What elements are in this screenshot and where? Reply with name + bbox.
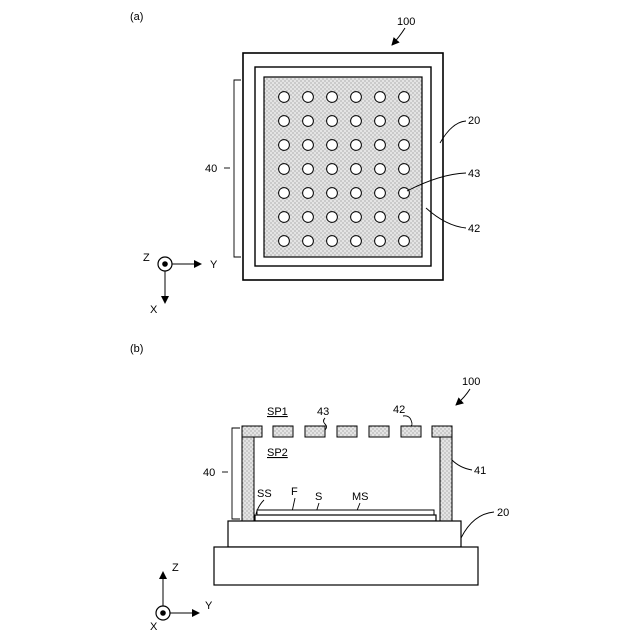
- panel-a: (a) 100 20 43 42 40 Z Y X: [130, 11, 480, 316]
- axis-z-label-a: Z: [143, 252, 150, 264]
- base-block: [214, 547, 478, 585]
- hole-43: [351, 116, 362, 127]
- ref-40-top: 40: [205, 163, 217, 175]
- ref-42-bottom-leader: [403, 416, 412, 426]
- hole-43: [399, 212, 410, 223]
- plate-segment: [242, 426, 262, 437]
- ref-20-top: 20: [468, 115, 480, 127]
- hole-43: [375, 116, 386, 127]
- ref-100-top: 100: [397, 16, 415, 28]
- axis-y-label-b: Y: [205, 600, 213, 612]
- z-axis-dot-icon: [162, 261, 168, 267]
- side-wall-right: [440, 437, 452, 521]
- panel-b: (b) 100 SP1 43 42 SP2 40 41 SS F S MS: [130, 343, 509, 633]
- axes-a: Z Y X: [143, 252, 218, 316]
- bracket-40-bottom: [232, 428, 240, 519]
- ref-s: S: [315, 491, 322, 503]
- hole-43: [327, 92, 338, 103]
- film-f: [257, 510, 434, 515]
- plate-segment: [401, 426, 421, 437]
- side-wall-left: [242, 437, 254, 521]
- hole-43: [303, 140, 314, 151]
- plate-segment: [273, 426, 293, 437]
- ref-41-leader: [452, 460, 472, 470]
- hole-43: [399, 164, 410, 175]
- hole-43: [399, 92, 410, 103]
- hole-43: [375, 236, 386, 247]
- hole-43: [327, 164, 338, 175]
- hole-43: [399, 116, 410, 127]
- plate-segment: [305, 426, 325, 437]
- hole-43: [351, 140, 362, 151]
- hole-43: [303, 116, 314, 127]
- ref-100-bottom-leader: [456, 389, 470, 405]
- hole-43: [375, 92, 386, 103]
- ref-100-bottom: 100: [462, 376, 480, 388]
- ref-sp1: SP1: [267, 406, 288, 418]
- ref-40-bottom: 40: [203, 467, 215, 479]
- hole-43: [375, 212, 386, 223]
- hole-43: [351, 164, 362, 175]
- hole-43: [303, 188, 314, 199]
- hole-43: [351, 236, 362, 247]
- hole-43: [303, 92, 314, 103]
- ref-41: 41: [474, 465, 486, 477]
- hole-43: [279, 116, 290, 127]
- hole-43: [303, 236, 314, 247]
- plate-segment: [369, 426, 389, 437]
- axis-x-label-a: X: [150, 304, 158, 316]
- ref-42-bottom: 42: [393, 404, 405, 416]
- hole-43: [279, 188, 290, 199]
- ref-ss: SS: [257, 488, 272, 500]
- x-axis-dot-icon: [160, 610, 166, 616]
- hole-43: [375, 164, 386, 175]
- axis-y-label-a: Y: [210, 259, 218, 271]
- hole-43: [375, 188, 386, 199]
- ref-20-top-leader: [440, 121, 466, 143]
- ref-43-top: 43: [468, 168, 480, 180]
- ref-20-bottom-leader: [461, 512, 494, 538]
- hole-43: [279, 140, 290, 151]
- plate-segment: [432, 426, 452, 437]
- axes-b: Z Y X: [150, 562, 213, 633]
- ref-43-bottom: 43: [317, 406, 329, 418]
- hole-43: [351, 92, 362, 103]
- hole-43: [279, 212, 290, 223]
- ref-sp2: SP2: [267, 447, 288, 459]
- plate-segment: [337, 426, 357, 437]
- panel-b-label: (b): [130, 343, 143, 355]
- ref-20-bottom: 20: [497, 507, 509, 519]
- hole-43: [351, 188, 362, 199]
- hole-43: [303, 212, 314, 223]
- axis-z-label-b: Z: [172, 562, 179, 574]
- ref-42-top: 42: [468, 223, 480, 235]
- hole-43: [399, 140, 410, 151]
- stage-20: [228, 521, 461, 547]
- ref-100-top-leader: [392, 28, 405, 45]
- hole-43: [351, 212, 362, 223]
- hole-43: [327, 116, 338, 127]
- hole-43: [327, 188, 338, 199]
- hole-43: [327, 236, 338, 247]
- hole-43: [327, 140, 338, 151]
- hole-43: [303, 164, 314, 175]
- hole-43: [399, 236, 410, 247]
- hole-43: [279, 164, 290, 175]
- ref-f: F: [291, 486, 298, 498]
- hole-43: [279, 236, 290, 247]
- bracket-40-top: [234, 80, 241, 257]
- hole-43: [279, 92, 290, 103]
- substrate-s: [255, 515, 436, 521]
- panel-a-label: (a): [130, 11, 143, 23]
- hole-43: [375, 140, 386, 151]
- ref-ms: MS: [352, 491, 369, 503]
- hole-43: [327, 212, 338, 223]
- hole-43: [399, 188, 410, 199]
- axis-x-label-b: X: [150, 621, 158, 633]
